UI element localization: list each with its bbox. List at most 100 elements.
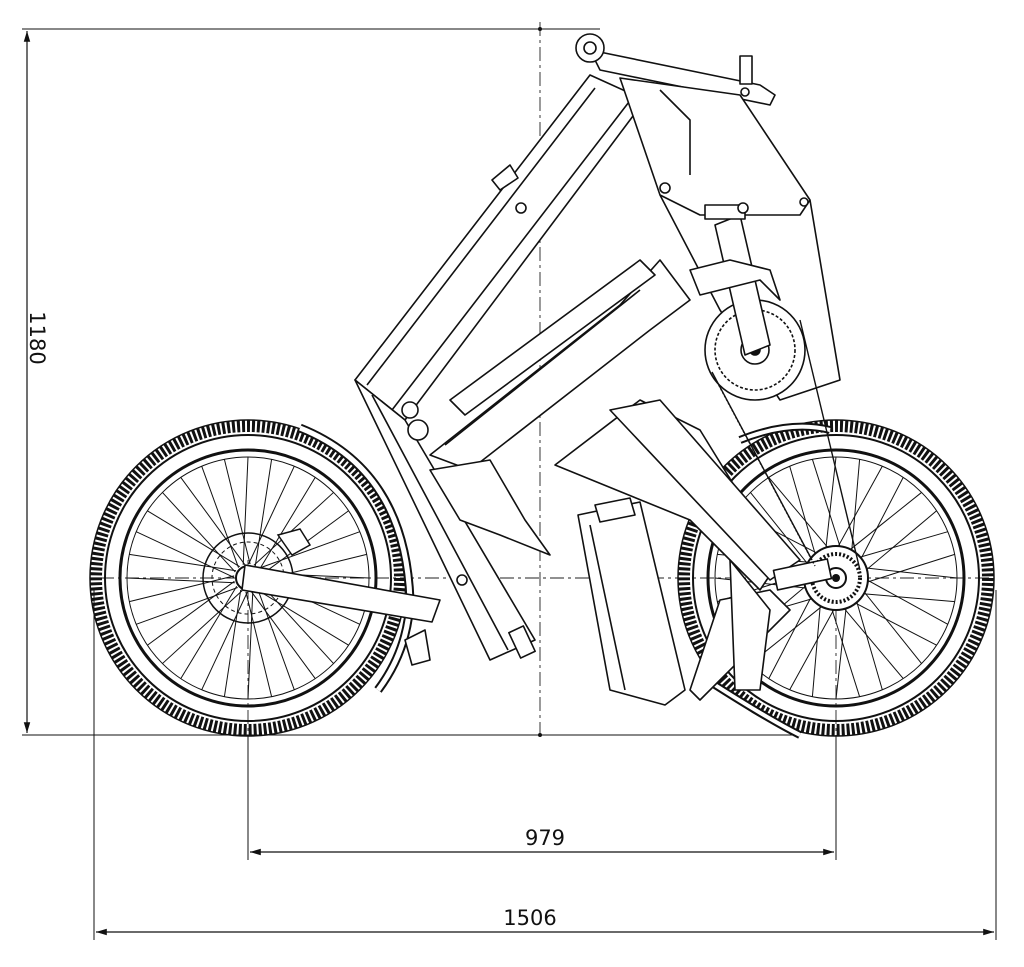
lower-fork-tube (354, 379, 536, 661)
front-spoke (857, 531, 948, 559)
lower-pivot-bolt-2 (401, 401, 419, 419)
top-handle-bar (589, 49, 776, 106)
front-rim (706, 448, 966, 708)
handle-bolt (740, 87, 750, 97)
rear-swing-arm (241, 564, 441, 623)
plate-bolt (659, 182, 671, 194)
front-spoke (789, 466, 817, 557)
rear-spoke (248, 465, 295, 565)
front-spoke (750, 492, 810, 566)
battery-pack (577, 501, 686, 706)
top-datum-point (538, 27, 542, 31)
front-hub-flange (810, 552, 862, 604)
plate-bolt-2 (737, 202, 749, 214)
crossbar (449, 259, 656, 416)
rear-spoke (256, 588, 349, 646)
top-pivot-inner (583, 41, 597, 55)
front-fender-top-inner (739, 424, 831, 442)
lower-pivot-bolt (407, 419, 429, 441)
rear-spoke (126, 577, 235, 584)
front-fork-brace (729, 559, 771, 691)
front-spoke (830, 607, 861, 697)
rear-spoke (147, 580, 235, 646)
length-dimension-label: 1506 (503, 906, 556, 930)
front-spoke (835, 606, 847, 700)
front-spoke (848, 492, 922, 552)
rear-spoke (129, 553, 237, 572)
front-wheel (677, 419, 995, 737)
middle-frame-edge (444, 289, 641, 446)
front-spoke (865, 578, 949, 625)
front-spoke (864, 510, 937, 572)
rear-spoke (245, 591, 273, 697)
front-spoke (853, 601, 937, 646)
rear-spoke (258, 477, 316, 570)
main-tube-edge-2 (391, 97, 633, 411)
rear-tire-inner (104, 434, 392, 722)
front-spoke (811, 603, 821, 697)
lower-fork-edge (371, 394, 509, 651)
front-spoke (861, 593, 955, 603)
rear-kickstand-foot (404, 629, 431, 666)
rear-wheel (89, 419, 407, 737)
seat-clamp (491, 164, 519, 191)
front-spoke (768, 477, 830, 550)
ground-datum-point (538, 733, 542, 737)
rear-spoke (162, 492, 236, 573)
rear-spoke (180, 586, 238, 679)
rear-spoke (256, 588, 295, 690)
front-tire-inner (692, 434, 980, 722)
front-spoke (842, 606, 904, 679)
front-spoke (836, 465, 883, 549)
wheelbase-dimension-label: 979 (525, 826, 565, 850)
rear-spoke (136, 586, 238, 625)
rear-tire-tread (90, 420, 406, 736)
rear-spoke (250, 591, 316, 679)
rear-spoke (242, 456, 249, 565)
front-fender-bottom-inner (713, 683, 801, 737)
handle-grip (739, 55, 753, 85)
rear-spoke (247, 591, 254, 700)
tube-bolt (515, 202, 527, 214)
main-tube-edge (366, 87, 596, 386)
rear-spoke (135, 531, 235, 578)
front-spoke (768, 595, 813, 679)
front-tire-outer (677, 419, 995, 737)
rear-brake-caliper (276, 528, 312, 556)
frame (241, 33, 841, 706)
front-dropout (772, 558, 833, 591)
rear-spoke (201, 591, 248, 691)
front-spoke (825, 456, 837, 550)
rear-spoke (223, 459, 251, 565)
rear-spoke (260, 583, 334, 664)
dimension-group: 1180 979 1506 (22, 28, 997, 940)
chain-lower-run-links (714, 377, 816, 567)
rear-fender-inner (299, 425, 413, 692)
front-down-tube (609, 399, 801, 581)
front-spoke (851, 459, 861, 553)
rear-plate-rib (659, 89, 691, 175)
drive-chain (711, 319, 861, 571)
battery-handle (594, 497, 636, 523)
front-spoke (859, 477, 904, 561)
rear-spoke (201, 466, 240, 568)
front-spoke (811, 459, 842, 549)
rear-spoke (253, 492, 334, 566)
front-spoke (862, 590, 922, 664)
front-spoke (864, 567, 958, 579)
rear-plate-bend (659, 194, 811, 216)
chain-upper-run (799, 319, 861, 571)
front-spoke (789, 607, 836, 691)
motor-housing-top (689, 259, 781, 301)
front-spoke (865, 553, 955, 584)
rear-rim (118, 448, 378, 708)
fork-bolt (456, 574, 468, 586)
rear-spoke (180, 477, 246, 565)
plate-bolt-3 (799, 197, 809, 207)
front-axle (832, 574, 840, 582)
rear-spoke (162, 590, 243, 664)
height-dimension-label: 1180 (25, 311, 49, 364)
seat-fairing (429, 459, 551, 556)
